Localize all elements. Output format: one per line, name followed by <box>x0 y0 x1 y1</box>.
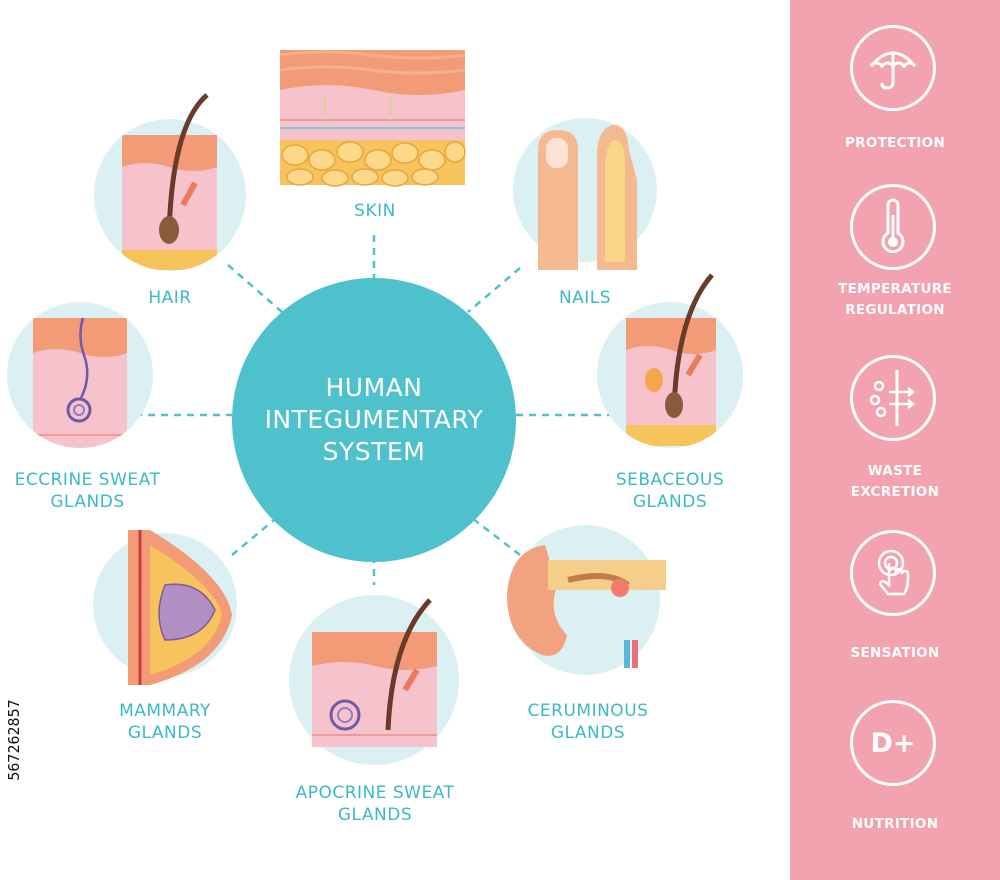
stock-id: 567262857 <box>4 640 24 840</box>
vitamin-d-icon: D+ <box>870 727 916 759</box>
touch-icon <box>877 549 910 596</box>
label-hair: HAIR <box>148 288 192 308</box>
label-mammary: MAMMARY GLANDS <box>119 701 211 743</box>
thermometer-icon <box>881 198 905 254</box>
label-apocrine: APOCRINE SWEAT GLANDS <box>295 783 455 825</box>
label-skin: SKIN <box>354 201 396 221</box>
ceruminous-illustration <box>507 525 666 675</box>
diagram-area: HUMAN INTEGUMENTARY SYSTEM SKIN HAIR NAI… <box>4 50 743 840</box>
protection-ring <box>850 25 936 111</box>
temperature-label: TEMPERATURE REGULATION <box>838 281 952 318</box>
temperature-ring <box>850 184 936 270</box>
label-ceruminous: CERUMINOUS GLANDS <box>527 701 649 743</box>
sensation-label: SENSATION <box>850 645 940 661</box>
waste-label: WASTE EXCRETION <box>850 463 940 500</box>
nutrition-label: NUTRITION <box>851 816 939 832</box>
nails-illustration <box>513 118 657 271</box>
sensation-ring <box>850 530 936 616</box>
excretion-icon <box>869 370 916 426</box>
label-sebaceous: SEBACEOUS GLANDS <box>615 470 725 512</box>
skin-illustration <box>279 50 466 187</box>
sebaceous-illustration <box>597 273 743 448</box>
functions-sidebar: PROTECTION TEMPERATURE REGULATION WASTE … <box>790 0 1000 880</box>
umbrella-icon <box>869 51 917 90</box>
stock-id-text: 567262857 <box>5 699 23 781</box>
apocrine-illustration <box>289 595 459 765</box>
eccrine-illustration <box>7 302 153 448</box>
center-title: HUMAN INTEGUMENTARY SYSTEM <box>264 373 484 466</box>
waste-ring <box>850 355 936 441</box>
label-eccrine: ECCRINE SWEAT GLANDS <box>14 470 161 512</box>
center-circle <box>232 278 516 562</box>
protection-label: PROTECTION <box>844 135 946 151</box>
nutrition-ring: D+ <box>850 700 936 786</box>
label-nails: NAILS <box>558 288 612 308</box>
hair-illustration <box>94 93 246 271</box>
diagram-graphics <box>7 50 743 765</box>
mammary-illustration <box>93 530 237 685</box>
